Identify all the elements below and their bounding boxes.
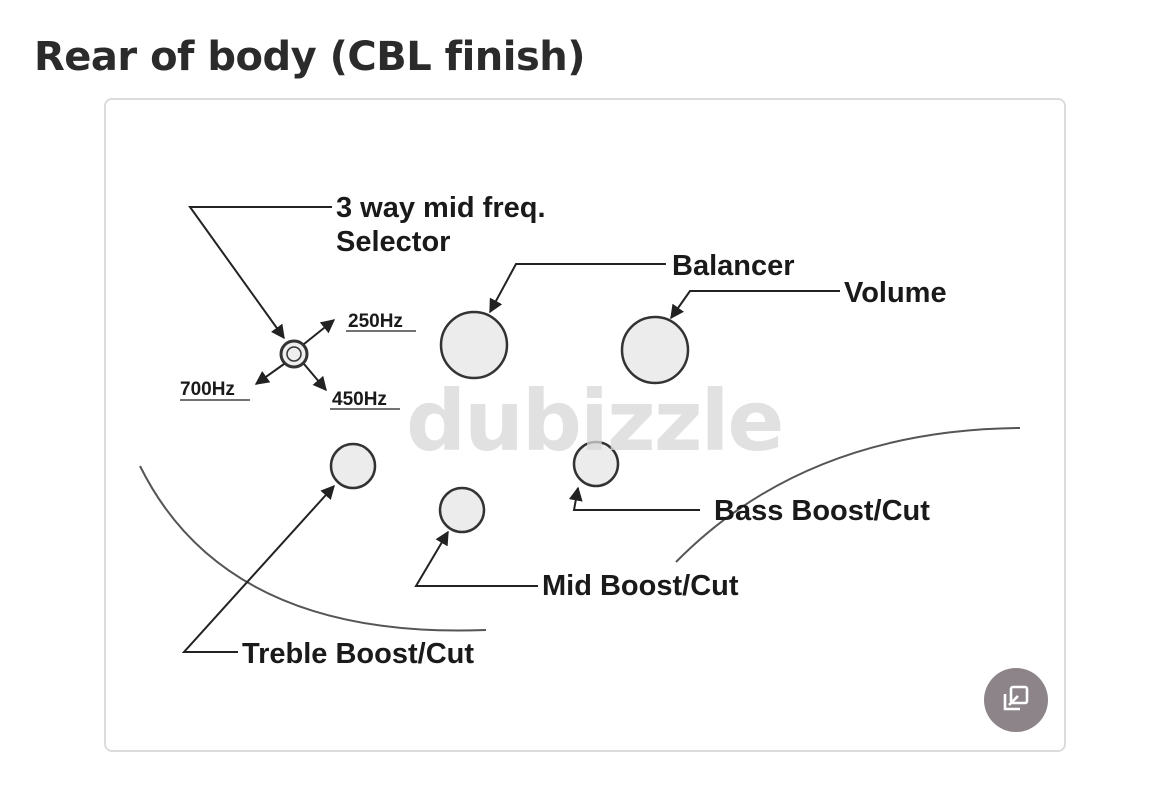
expand-image-button[interactable] (984, 668, 1048, 732)
body-outline-left (139, 465, 487, 632)
bass-knob (572, 440, 620, 488)
balancer-knob (439, 310, 509, 380)
selector-label-line1: 3 way mid freq. (336, 192, 546, 224)
bass-label: Bass Boost/Cut (714, 495, 930, 527)
freq-700-label: 700Hz (180, 379, 235, 400)
bass-leader (568, 486, 700, 511)
freq-250-label: 250Hz (348, 311, 403, 332)
body-outline-right (675, 427, 1021, 563)
selector-label-line2: Selector (336, 226, 450, 258)
selector-leader (188, 206, 332, 340)
treble-knob (329, 442, 377, 490)
dubizzle-watermark: dubizzle (406, 372, 784, 470)
selector-switch (279, 339, 309, 369)
treble-label: Treble Boost/Cut (242, 638, 474, 670)
balancer-label: Balancer (672, 250, 795, 282)
controls-diagram: 3 way mid freq. Selector Balancer Volume… (139, 192, 1021, 670)
mid-label: Mid Boost/Cut (542, 570, 739, 602)
treble-leader (181, 484, 335, 653)
mid-knob (438, 486, 486, 534)
mid-leader (414, 530, 538, 587)
section-title: Rear of body (CBL finish) (34, 34, 586, 80)
freq-450-label: 450Hz (332, 389, 387, 410)
volume-knob (620, 315, 690, 385)
expand-icon (1001, 683, 1031, 718)
volume-leader (670, 290, 840, 320)
volume-label: Volume (844, 277, 947, 309)
balancer-leader (489, 263, 666, 314)
image-card[interactable]: 3 way mid freq. Selector Balancer Volume… (104, 98, 1066, 752)
